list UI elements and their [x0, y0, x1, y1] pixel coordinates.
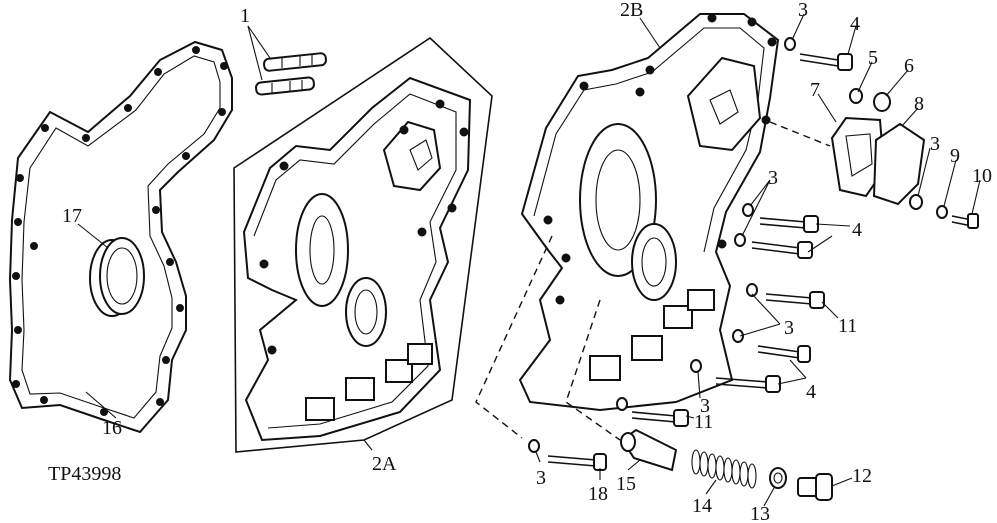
callout-4: 4 [852, 219, 862, 241]
callout-14: 14 [692, 495, 712, 517]
front-cover-gasket [8, 40, 233, 434]
callout-18: 18 [588, 483, 608, 505]
callout-4: 4 [806, 381, 816, 403]
callout-3: 3 [700, 395, 710, 417]
callout-1: 1 [240, 5, 250, 27]
callout-2a: 2A [372, 453, 397, 475]
figure-id: TP43998 [48, 463, 121, 485]
callout-3: 3 [930, 133, 940, 155]
callout-13: 13 [750, 503, 770, 523]
callout-7: 7 [810, 79, 820, 101]
callout-17: 17 [62, 205, 82, 227]
callout-8: 8 [914, 93, 924, 115]
relief-valve-parts [620, 428, 833, 501]
callout-12: 12 [852, 465, 872, 487]
callout-10: 10 [972, 165, 992, 187]
callout-16: 16 [102, 417, 122, 439]
front-cover-2b [518, 13, 780, 412]
callout-3: 3 [798, 0, 808, 21]
cap-screws-and-washers [528, 37, 979, 471]
assembly-lines [475, 121, 831, 441]
front-cover-assembly-2a [233, 36, 493, 453]
callout-4: 4 [850, 13, 860, 35]
callout-2b: 2B [620, 0, 643, 21]
callout-11: 11 [694, 411, 713, 433]
callout-labels: 1 2A 2B 3 4 5 6 7 8 3 9 10 3 4 11 3 4 3 … [48, 0, 992, 523]
callout-3: 3 [536, 467, 546, 489]
plate-gasket-and-cover [830, 116, 926, 206]
dowel-pins [255, 52, 327, 96]
oil-seal [89, 237, 145, 317]
leader-lines [77, 13, 981, 507]
callout-3: 3 [768, 167, 778, 189]
callout-3: 3 [784, 317, 794, 339]
callout-5: 5 [868, 47, 878, 69]
callout-15: 15 [616, 473, 636, 495]
callout-11: 11 [838, 315, 857, 337]
callout-6: 6 [904, 55, 914, 77]
callout-9: 9 [950, 145, 960, 167]
